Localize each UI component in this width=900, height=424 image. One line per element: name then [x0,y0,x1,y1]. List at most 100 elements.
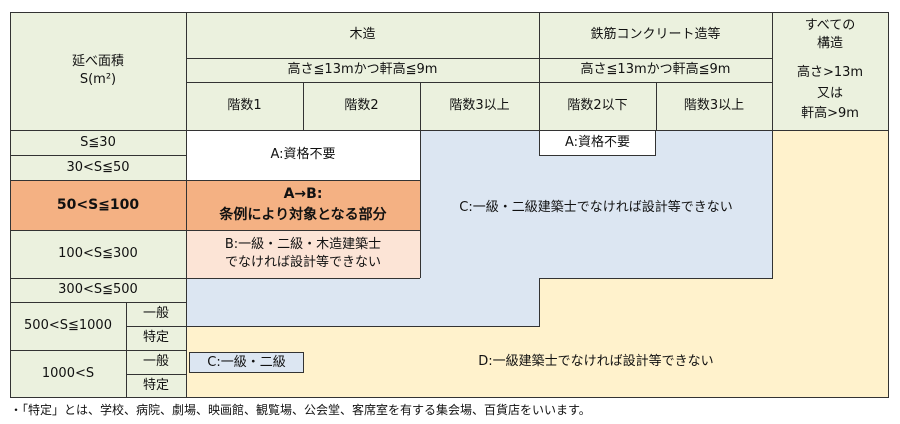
row-label-special-2: 特定 [126,374,186,398]
wood-height-condition: 高さ≦13mかつ軒高≦9m [186,58,539,82]
rc-floors-2minus-label: 階数2以下 [567,98,628,114]
area-header: 延べ面積 S(m²) [10,12,186,130]
zone-c-d-step-vertical [539,278,540,326]
zone-c-small-text: C:一級・二級 [207,354,286,370]
special-label-2: 特定 [142,378,169,394]
row-line-r1 [10,155,186,156]
special-label-1: 特定 [142,330,169,346]
rc-height-condition: 高さ≦13mかつ軒高≦9m [539,58,772,82]
header-divider-all [772,12,773,130]
row-label-column-background [10,130,186,398]
wood-header-label: 木造 [349,27,376,43]
rc-height-condition-label: 高さ≦13mかつ軒高≦9m [580,62,731,78]
row-label-r6: 500<S≦1000 [10,302,126,350]
zone-a-rc-text: A:資格不要 [564,134,631,150]
zone-c-right-edge [772,130,773,278]
all-structures-line2: 構造 [816,36,843,51]
header-row-line-2 [186,82,772,83]
header-background [10,12,888,130]
row-line-r6 [10,350,186,351]
area-label-line1: 延べ面積 [71,54,124,70]
header-col-floors-3 [420,82,421,130]
zone-b-line2: でなければ設計等できない [224,255,381,270]
zone-ab-label: A→B: 条例により対象となる部分 [186,180,420,230]
row-label-r7: 1000<S [10,350,126,398]
header-divider-wood [186,12,187,398]
zone-ab-area [186,180,420,230]
zone-a-wood-text: A:資格不要 [270,147,336,163]
general-label-1: 一般 [142,306,169,322]
row-label-r6-text: 500<S≦1000 [24,318,112,334]
row-line-r2 [10,180,420,181]
row-label-r3: 50<S≦100 [10,180,186,230]
all-height-line2: 又は [816,85,843,101]
zone-c-area-lower [186,278,539,326]
zone-d-label: D:一級建築士でなければ設計等できない [420,350,772,374]
rc-header-label: 鉄筋コンクリート造等 [590,27,721,43]
zone-d-text: D:一級建築士でなければ設計等できない [478,354,714,370]
all-height-line3: 軒高>9m [801,106,859,122]
outer-border-right [888,12,889,398]
row-label-r2-text: 30<S≦50 [66,159,130,175]
zone-c-text: C:一級・二級建築士でなければ設計等できない [459,200,733,216]
floors-1-header: 階数1 [186,82,303,130]
floors-2-label: 階数2 [344,98,379,114]
all-height-condition: 高さ>13m 又は 軒高>9m [772,58,888,130]
zone-d-area [772,130,888,398]
footnote-text: ・「特定」とは、学校、病院、劇場、映画館、観覧場、公会堂、客席室を有する集会場、… [10,403,591,417]
outer-border-left [10,12,11,398]
floors-3plus-header: 階数3以上 [420,82,539,130]
header-bottom-line [10,130,889,131]
row-label-general-2: 一般 [126,350,186,374]
rc-floors-2minus-header: 階数2以下 [539,82,656,130]
outer-border-bottom [10,397,889,398]
row-label-r5-text: 300<S≦500 [58,282,138,298]
row-label-r3-text: 50<S≦100 [56,196,140,213]
row-label-r4-text: 100<S≦300 [58,246,138,262]
zone-c-d-step-top [539,278,773,279]
zone-ab-line1: A→B: [283,186,323,202]
zone-c-top-step [186,278,420,279]
zone-a-rc-box: A:資格不要 [539,130,656,156]
row-line-r7-sub [126,374,186,375]
floors-3plus-label: 階数3以上 [449,98,510,114]
zone-a-label: A:資格不要 [186,130,420,180]
header-row-line-1 [186,58,772,59]
row-label-general-1: 一般 [126,302,186,326]
row-label-r1-text: S≦30 [80,134,116,150]
area-label-line2: S(m²) [79,72,117,87]
row-line-r6-sub [126,326,186,327]
all-height-line1: 高さ>13m [796,64,864,80]
row-label-r5: 300<S≦500 [10,278,186,302]
rc-floors-3plus-label: 階数3以上 [683,98,745,114]
row-label-r7-text: 1000<S [41,366,95,382]
row-label-r1: S≦30 [10,130,186,155]
row-label-sub-divider [126,302,127,398]
zone-b-line1: B:一級・二級・木造建築士 [224,237,382,253]
row-label-special-1: 特定 [126,326,186,350]
zone-b-area [186,230,420,278]
row-label-r4: 100<S≦300 [10,230,186,278]
zone-ab-right-edge [420,130,421,278]
row-line-r3 [10,230,420,231]
rc-header: 鉄筋コンクリート造等 [539,12,772,58]
wood-header: 木造 [186,12,539,58]
footnote: ・「特定」とは、学校、病院、劇場、映画館、観覧場、公会堂、客席室を有する集会場、… [10,401,591,418]
header-divider-rc [539,12,540,130]
zone-a-area [186,130,420,180]
zone-c-label: C:一級・二級建築士でなければ設計等できない [420,190,772,226]
rc-floors-3plus-header: 階数3以上 [656,82,772,130]
general-label-2: 一般 [142,354,169,370]
outer-border-top [10,12,889,13]
zone-c-d-step-bottom [186,326,540,327]
zone-c-small-box: C:一級・二級 [189,352,304,373]
all-structures-line1: すべての [804,18,856,34]
header-col-rc-floors-3 [656,82,657,130]
floors-1-label: 階数1 [227,98,262,114]
floors-2-header: 階数2 [303,82,420,130]
wood-height-condition-label: 高さ≦13mかつ軒高≦9m [287,62,438,78]
header-col-floors-2 [303,82,304,130]
row-line-r5 [10,302,186,303]
zone-d-area-lower [539,278,772,398]
row-label-r2: 30<S≦50 [10,155,186,180]
